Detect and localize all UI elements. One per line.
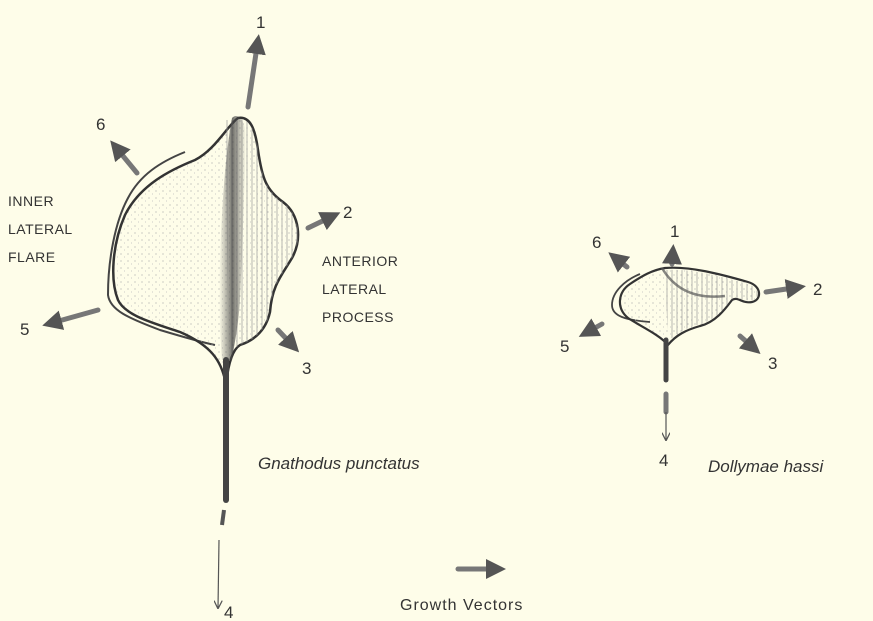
dollymae-vector-6	[613, 256, 627, 267]
inner-flare-label-1: INNER	[8, 193, 54, 209]
gnathodus-vector-3-label: 3	[302, 359, 311, 378]
gnathodus-species-name: Gnathodus punctatus	[258, 454, 420, 473]
gnathodus-vector-2	[308, 215, 335, 228]
dollymae-vector-5-label: 5	[560, 337, 569, 356]
gnathodus-vector-1-label: 1	[256, 13, 265, 32]
gnathodus-vector-5-label: 5	[20, 320, 29, 339]
gnathodus-vector-5	[48, 310, 98, 324]
dollymae-vector-6-label: 6	[592, 233, 601, 252]
dollymae-vector-4-label: 4	[659, 451, 668, 470]
dollymae-specimen: 1 2 3 4 5 6 Dollymae hassi	[560, 222, 824, 476]
gnathodus-keel-dash	[222, 510, 224, 525]
gnathodus-vector-4-label: 4	[224, 603, 233, 621]
anterior-process-label-3: PROCESS	[322, 309, 394, 325]
dollymae-vector-2	[766, 287, 800, 292]
gnathodus-vector-1	[248, 40, 258, 107]
legend: Growth Vectors	[400, 569, 523, 614]
dollymae-vector-3	[740, 336, 756, 350]
dollymae-vector-5	[584, 324, 602, 334]
dollymae-vector-2-label: 2	[813, 280, 822, 299]
gnathodus-vector-3	[278, 330, 295, 348]
gnathodus-specimen: 1 2 3 4 5 6 INNER LATERAL FLARE ANTERIOR…	[8, 13, 420, 621]
gnathodus-vector-6	[114, 145, 137, 173]
anterior-process-label-2: LATERAL	[322, 281, 387, 297]
dollymae-vector-3-label: 3	[768, 354, 777, 373]
inner-flare-label-3: FLARE	[8, 249, 56, 265]
dollymae-vector-1-label: 1	[670, 222, 679, 241]
anterior-process-label-1: ANTERIOR	[322, 253, 398, 269]
dollymae-species-name: Dollymae hassi	[708, 457, 824, 476]
gnathodus-vector-4	[218, 540, 219, 608]
dollymae-vector-1	[672, 250, 673, 264]
gnathodus-vector-6-label: 6	[96, 115, 105, 134]
gnathodus-vector-2-label: 2	[343, 203, 352, 222]
inner-flare-label-2: LATERAL	[8, 221, 73, 237]
legend-label: Growth Vectors	[400, 597, 523, 614]
